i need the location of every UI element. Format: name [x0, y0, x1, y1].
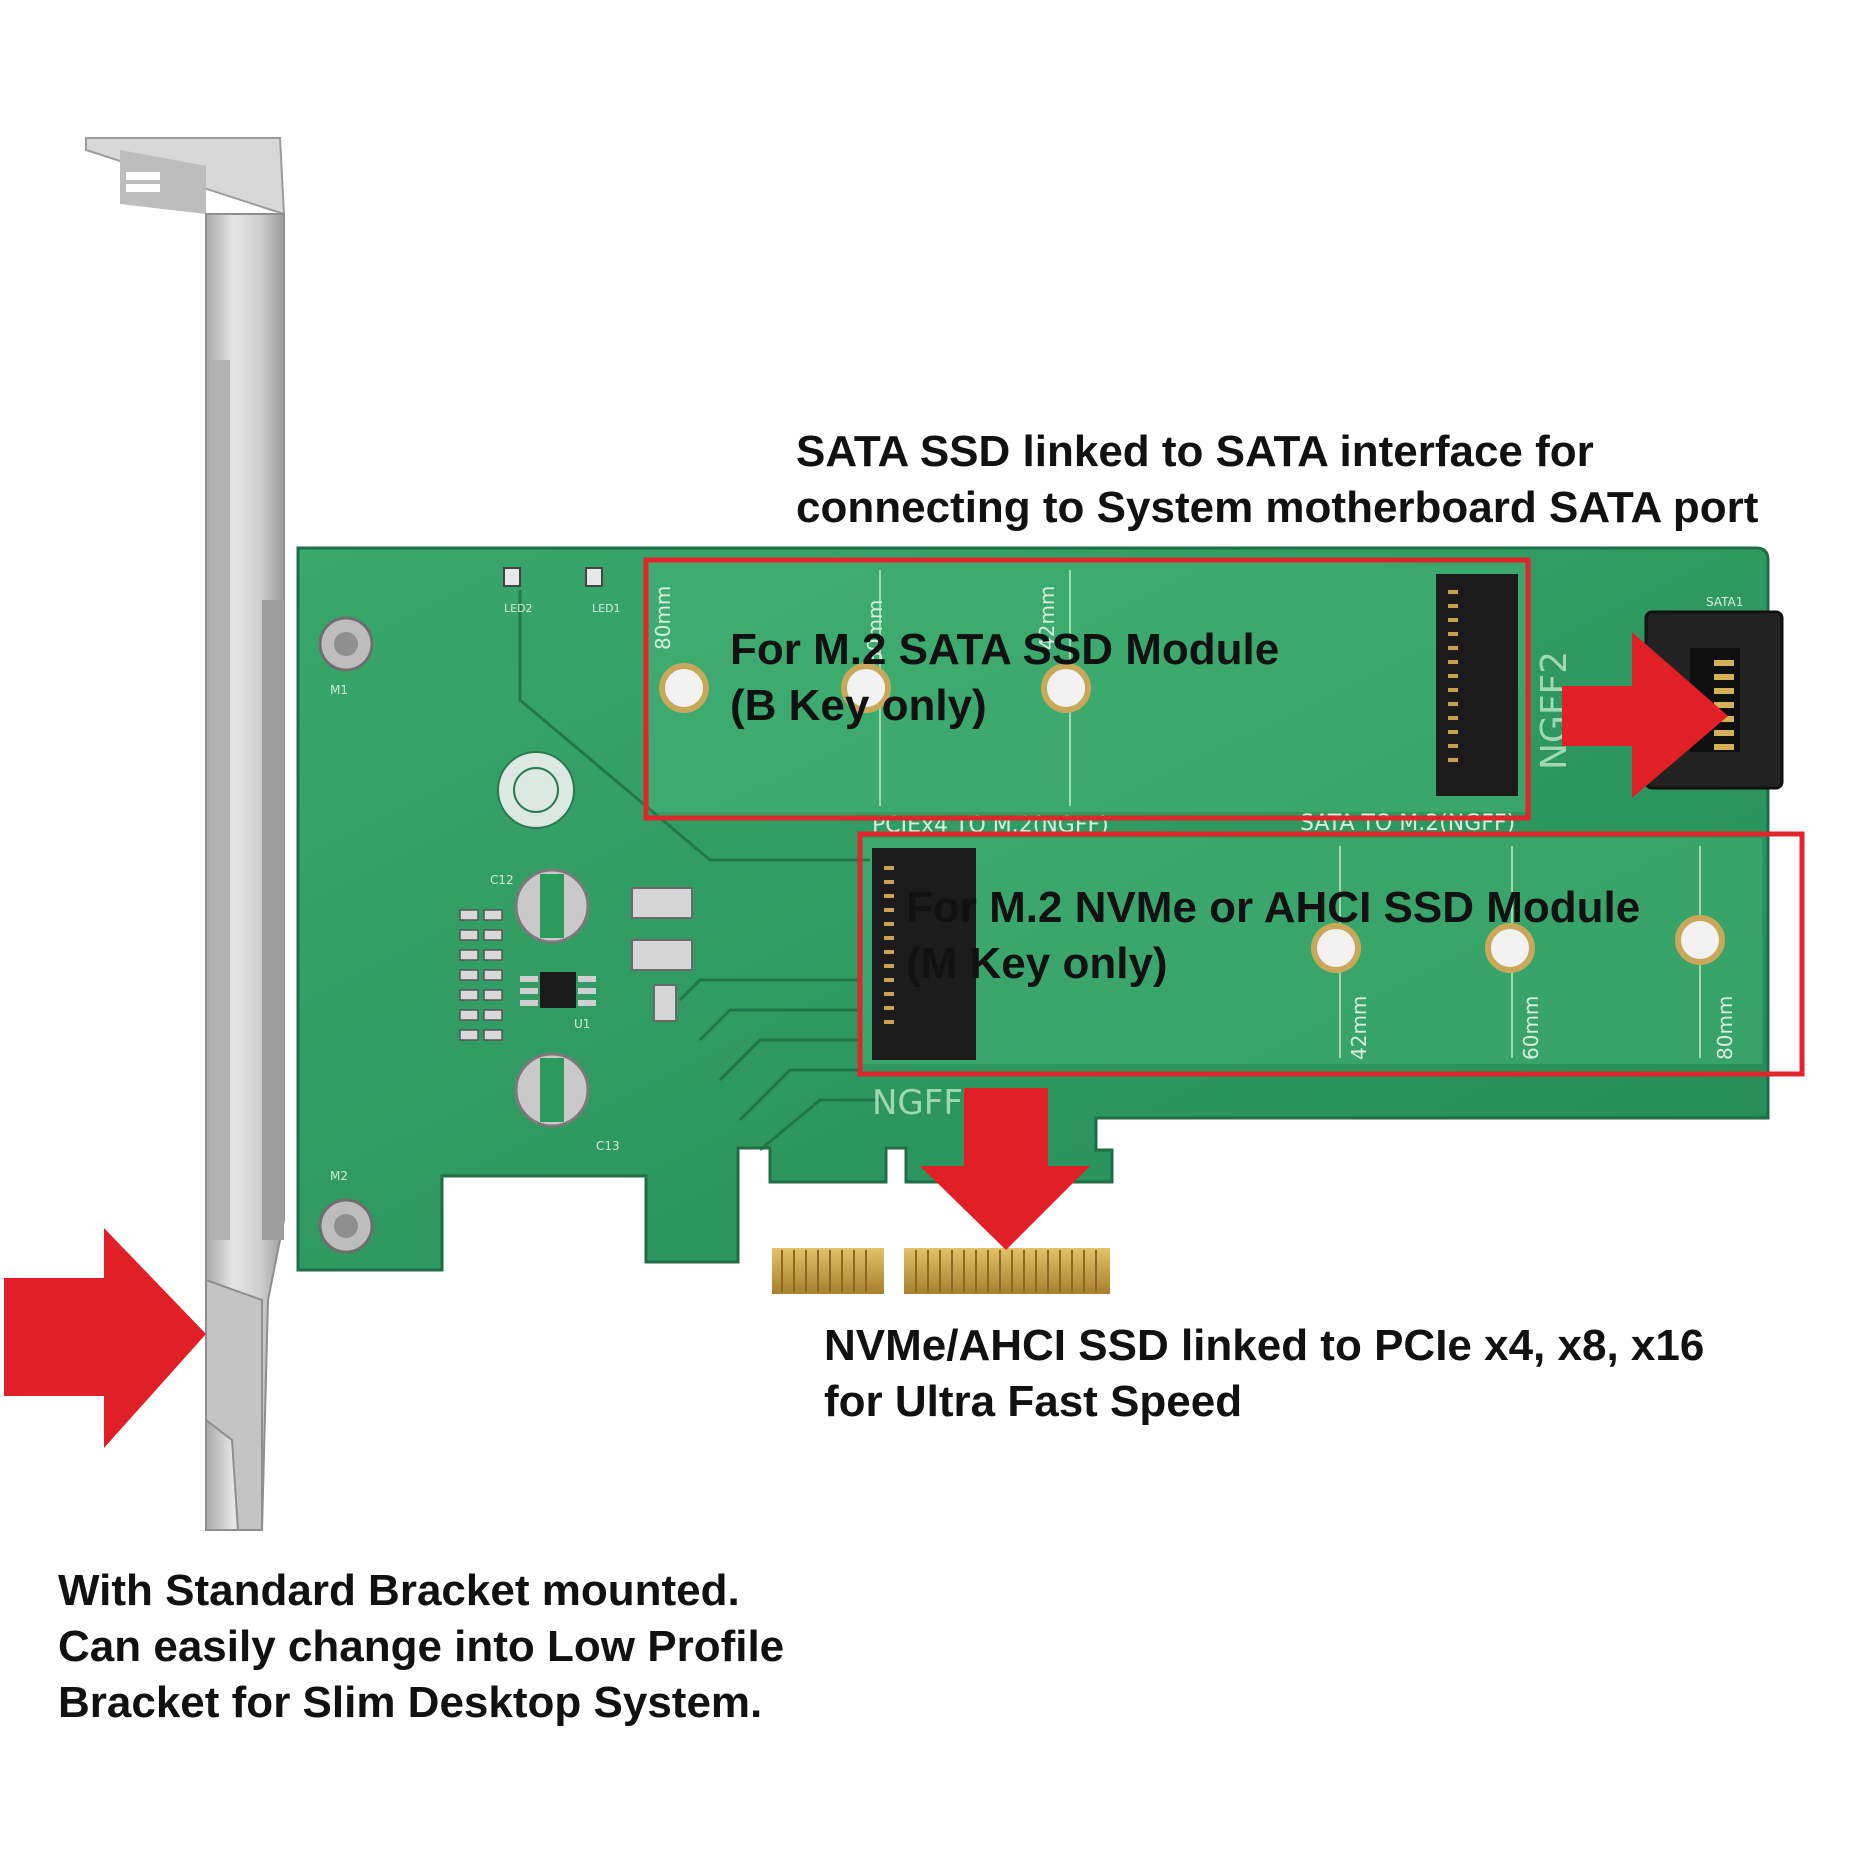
bracket-tab-fold [120, 150, 206, 214]
qc-sticker [497, 751, 575, 829]
leds [503, 567, 603, 587]
hole-top-60mm [841, 663, 891, 713]
bracket-groove [212, 360, 230, 1240]
pcie-link-caption-line-1: NVMe/AHCI SSD linked to PCIe x4, x8, x16 [824, 1321, 1705, 1370]
bracket-caption: With Standard Bracket mounted. Can easil… [58, 1563, 784, 1731]
m-key-slot-label-line-2: (M Key only) [906, 939, 1168, 988]
callout-box-sata-slot [643, 557, 1531, 821]
silk-length-bottom-2: 60mm [1519, 996, 1543, 1060]
silk-led1: LED1 [592, 602, 621, 615]
pcie-gold-fingers [772, 1248, 1110, 1294]
sata-link-caption-line-1: SATA SSD linked to SATA interface for [796, 427, 1594, 476]
b-key-slot-label: For M.2 SATA SSD Module (B Key only) [730, 622, 1279, 734]
capacitor-bottom [514, 1052, 590, 1128]
m2-slot-top [1436, 574, 1518, 796]
silk-sata-port: SATA1 [1706, 595, 1743, 609]
standoff-holes [659, 663, 1725, 973]
inductors [631, 887, 693, 1022]
pcie-link-caption-line-2: for Ultra Fast Speed [824, 1377, 1243, 1426]
hole-bottom-80mm [1675, 915, 1725, 965]
silk-length-bottom-1: 42mm [1347, 996, 1371, 1060]
hole-top-80mm [659, 663, 709, 713]
arrow-right-sata-icon [1562, 632, 1728, 798]
mount-screw-top [318, 616, 374, 672]
b-key-slot-label-line-2: (B Key only) [730, 681, 987, 730]
silk-length-top-2: 60mm [863, 600, 887, 664]
sata-link-caption-line-2: connecting to System motherboard SATA po… [796, 483, 1759, 532]
hole-bottom-60mm [1485, 923, 1535, 973]
m2-slot-bottom [872, 848, 976, 1060]
capacitor-top [514, 868, 590, 944]
hole-top-42mm [1041, 663, 1091, 713]
b-key-slot-label-line-1: For M.2 SATA SSD Module [730, 625, 1280, 674]
pcb-board: M1 M2 C12 C13 [296, 546, 1784, 1294]
bracket-foot [205, 1278, 263, 1531]
mount-screw-bottom [318, 1198, 374, 1254]
silk-length-bottom-3: 80mm [1713, 996, 1737, 1060]
bracket-caption-line-3: Bracket for Slim Desktop System. [58, 1678, 763, 1727]
hole-bottom-42mm [1311, 923, 1361, 973]
bracket-caption-line-2: Can easily change into Low Profile [58, 1622, 785, 1671]
bracket-slot-a [126, 172, 160, 180]
bracket-caption-line-1: With Standard Bracket mounted. [58, 1566, 740, 1615]
silk-chip: U1 [574, 1017, 590, 1031]
silk-cap-bottom: C13 [596, 1139, 620, 1153]
bracket-edge [262, 600, 284, 1240]
silk-led2: LED2 [504, 602, 533, 615]
pcie-link-caption: NVMe/AHCI SSD linked to PCIe x4, x8, x16… [824, 1318, 1704, 1430]
callout-box-nvme-slot [857, 831, 1805, 1077]
arrow-down-pcie-icon [920, 1088, 1090, 1250]
smd-component-array [459, 909, 503, 1041]
chip-u1 [520, 972, 596, 1008]
m-key-slot-label: For M.2 NVMe or AHCI SSD Module (M Key o… [906, 880, 1640, 992]
pci-bracket [85, 137, 286, 1531]
sata-link-caption: SATA SSD linked to SATA interface for co… [796, 424, 1758, 536]
silk-screw-bottom: M2 [330, 1169, 348, 1183]
silk-length-top-1: 80mm [651, 586, 675, 650]
m-key-slot-label-line-1: For M.2 NVMe or AHCI SSD Module [906, 883, 1641, 932]
bracket-slot-b [126, 184, 160, 192]
silk-cap-top: C12 [490, 873, 514, 887]
arrow-right-bracket-icon [4, 1228, 206, 1448]
silk-length-top-3: 42mm [1035, 586, 1059, 650]
silk-screw-top: M1 [330, 683, 348, 697]
